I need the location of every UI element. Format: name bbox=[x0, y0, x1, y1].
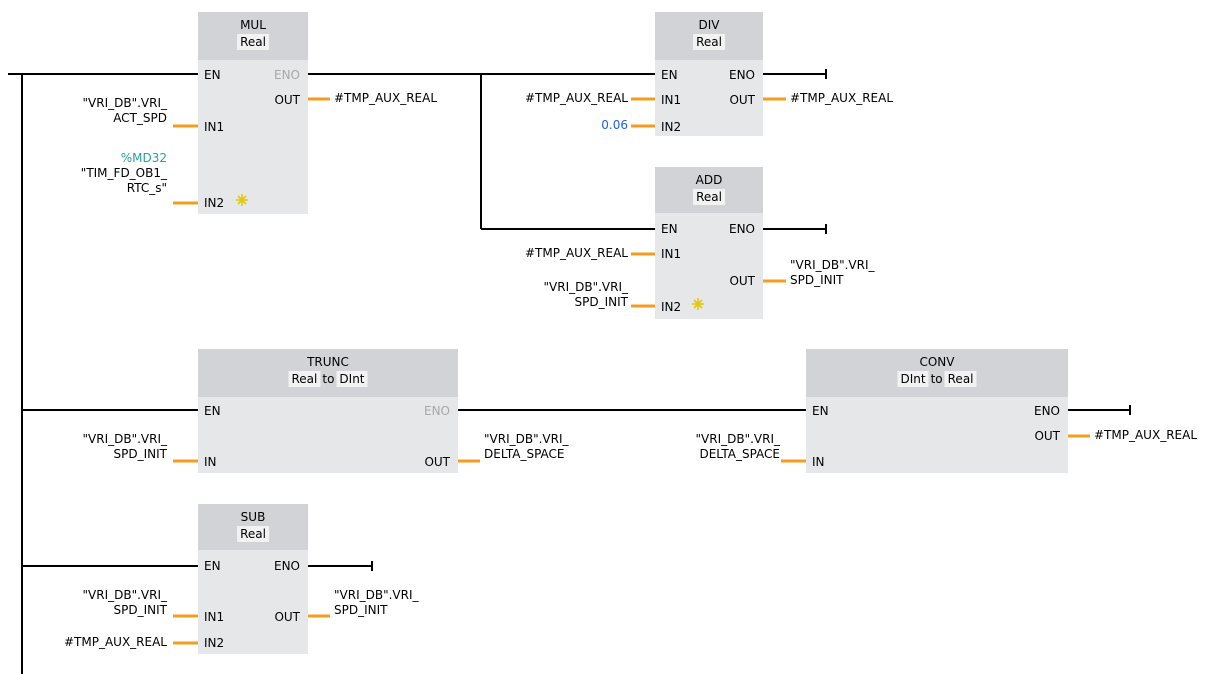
sub-in2-pin[interactable]: IN2 bbox=[204, 636, 225, 650]
div-type: Real bbox=[693, 34, 725, 50]
mul-in1-operand[interactable]: "VRI_DB".VRI_ACT_SPD bbox=[82, 96, 168, 125]
sub-eno-pin[interactable]: ENO bbox=[273, 559, 300, 573]
add-type: Real bbox=[693, 189, 725, 205]
add-block[interactable]: ADD Real EN ENO IN1 OUT IN2 bbox=[655, 167, 763, 319]
div-in2-pin[interactable]: IN2 bbox=[661, 120, 682, 134]
mul-out-pin[interactable]: OUT bbox=[274, 93, 300, 107]
div-in1-operand[interactable]: #TMP_AUX_REAL bbox=[524, 91, 628, 105]
mul-type: Real bbox=[237, 34, 269, 50]
sub-in1-operand[interactable]: "VRI_DB".VRI_SPD_INIT bbox=[82, 588, 168, 617]
mul-eno-pin[interactable]: ENO bbox=[273, 68, 300, 82]
sub-block[interactable]: SUB Real EN ENO IN1 OUT IN2 bbox=[198, 504, 308, 654]
conv-title: CONV bbox=[919, 355, 955, 369]
div-title: DIV bbox=[698, 18, 720, 32]
conv-in-operand[interactable]: "VRI_DB".VRI_DELTA_SPACE bbox=[695, 432, 781, 461]
trunc-out-pin[interactable]: OUT bbox=[424, 455, 450, 469]
mul-in2-operand[interactable]: %MD32 "TIM_FD_OB1_RTC_s" bbox=[80, 151, 167, 195]
div-in1-pin[interactable]: IN1 bbox=[661, 93, 682, 107]
mul-title: MUL bbox=[240, 18, 266, 32]
add-title: ADD bbox=[695, 173, 723, 187]
sub-en-pin[interactable]: EN bbox=[204, 559, 221, 573]
sub-in1-pin[interactable]: IN1 bbox=[204, 610, 225, 624]
conv-eno-pin[interactable]: ENO bbox=[1033, 404, 1060, 418]
mul-block[interactable]: MUL Real EN ENO OUT IN1 IN2 bbox=[198, 12, 308, 214]
conv-out-operand[interactable]: #TMP_AUX_REAL bbox=[1094, 428, 1198, 442]
sub-out-operand[interactable]: "VRI_DB".VRI_SPD_INIT bbox=[334, 588, 419, 617]
mul-out-operand[interactable]: #TMP_AUX_REAL bbox=[334, 91, 438, 105]
conv-in-pin[interactable]: IN bbox=[812, 455, 825, 469]
div-out-pin[interactable]: OUT bbox=[729, 93, 755, 107]
add-in1-pin[interactable]: IN1 bbox=[661, 247, 682, 261]
trunc-out-operand[interactable]: "VRI_DB".VRI_DELTA_SPACE bbox=[484, 432, 569, 461]
sub-title: SUB bbox=[240, 510, 266, 524]
trunc-in-operand[interactable]: "VRI_DB".VRI_SPD_INIT bbox=[82, 432, 168, 461]
sub-in2-operand[interactable]: #TMP_AUX_REAL bbox=[63, 635, 167, 649]
div-en-pin[interactable]: EN bbox=[661, 68, 678, 82]
div-block[interactable]: DIV Real EN ENO IN1 OUT IN2 bbox=[655, 12, 763, 136]
add-in2-operand[interactable]: "VRI_DB".VRI_SPD_INIT bbox=[543, 280, 629, 309]
add-out-pin[interactable]: OUT bbox=[729, 274, 755, 288]
div-out-operand[interactable]: #TMP_AUX_REAL bbox=[790, 91, 894, 105]
add-en-pin[interactable]: EN bbox=[661, 222, 678, 236]
sub-type: Real bbox=[237, 526, 269, 542]
add-input-star-icon[interactable] bbox=[236, 194, 248, 206]
conv-header bbox=[806, 349, 1068, 397]
add-in2-pin[interactable]: IN2 bbox=[661, 300, 682, 314]
mul-en-pin[interactable]: EN bbox=[204, 68, 221, 82]
add-out-operand[interactable]: "VRI_DB".VRI_SPD_INIT bbox=[790, 258, 875, 287]
div-in2-constant[interactable]: 0.06 bbox=[601, 118, 628, 132]
trunc-en-pin[interactable]: EN bbox=[204, 404, 221, 418]
trunc-in-pin[interactable]: IN bbox=[204, 455, 217, 469]
trunc-eno-pin[interactable]: ENO bbox=[423, 404, 450, 418]
sub-out-pin[interactable]: OUT bbox=[274, 610, 300, 624]
mul-in1-pin[interactable]: IN1 bbox=[204, 120, 225, 134]
mul-in2-pin[interactable]: IN2 bbox=[204, 196, 225, 210]
conv-out-pin[interactable]: OUT bbox=[1034, 429, 1060, 443]
add-input-star-icon[interactable] bbox=[692, 298, 704, 310]
add-eno-pin[interactable]: ENO bbox=[728, 222, 755, 236]
add-in1-operand[interactable]: #TMP_AUX_REAL bbox=[524, 246, 628, 260]
trunc-title: TRUNC bbox=[307, 355, 349, 369]
trunc-header bbox=[198, 349, 458, 397]
div-eno-pin[interactable]: ENO bbox=[728, 68, 755, 82]
conv-en-pin[interactable]: EN bbox=[812, 404, 829, 418]
mul-in2-address: %MD32 bbox=[120, 151, 167, 165]
